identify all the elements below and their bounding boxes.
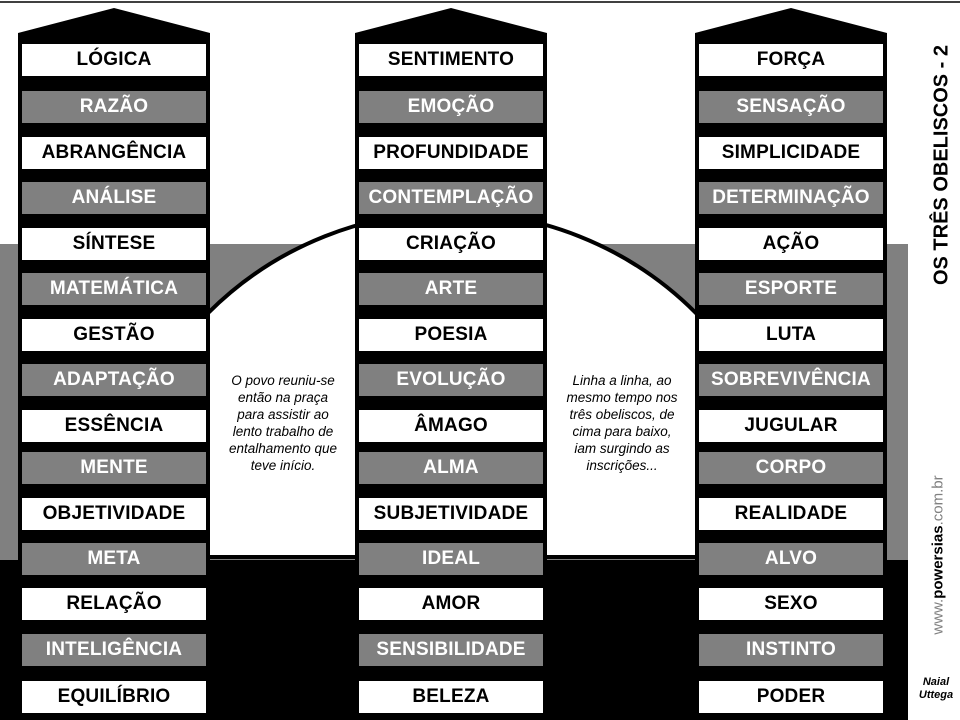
caption-left: O povo reuniu-se então na praça para ass…	[214, 372, 352, 474]
url-brand: powersias	[929, 525, 947, 599]
author-signature: Naial Uttega	[912, 676, 960, 702]
inscription-left: RELAÇÃO	[22, 588, 206, 620]
inscription-middle: POESIA	[359, 319, 543, 351]
obelisk-right: FORÇA SENSAÇÃO SIMPLICIDADE DETERMINAÇÃO AÇÃ…	[695, 0, 887, 720]
inscription-right: ESPORTE	[699, 273, 883, 305]
author-first-name: Naial	[922, 676, 950, 688]
author-last-name: Uttega	[918, 689, 954, 701]
caption-line: inscrições...	[586, 458, 658, 473]
url-suffix: .com.br	[929, 475, 947, 526]
inscription-left: ABRANGÊNCIA	[22, 137, 206, 169]
caption-line: para assistir ao	[237, 407, 329, 422]
inscription-middle: PROFUNDIDADE	[359, 137, 543, 169]
inscription-middle: CRIAÇÃO	[359, 228, 543, 260]
inscription-left: SÍNTESE	[22, 228, 206, 260]
inscription-left: LÓGICA	[22, 44, 206, 76]
inscription-middle: ALMA	[359, 452, 543, 484]
caption-line: então na praça	[237, 390, 329, 405]
inscription-right: CORPO	[699, 452, 883, 484]
inscription-right: REALIDADE	[699, 498, 883, 530]
caption-line: lento trabalho de	[232, 424, 334, 439]
caption-line: Linha a linha, ao	[572, 373, 672, 388]
inscription-left: GESTÃO	[22, 319, 206, 351]
inscription-right: ALVO	[699, 543, 883, 575]
inscription-left: EQUILÍBRIO	[22, 681, 206, 713]
inscription-left: MENTE	[22, 452, 206, 484]
caption-line: mesmo tempo nos	[566, 390, 678, 405]
inscription-right: AÇÃO	[699, 228, 883, 260]
inscription-right: SEXO	[699, 588, 883, 620]
inscription-left: MATEMÁTICA	[22, 273, 206, 305]
inscription-middle: SENTIMENTO	[359, 44, 543, 76]
inscription-middle: ARTE	[359, 273, 543, 305]
inscription-middle: IDEAL	[359, 543, 543, 575]
inscription-left: ANÁLISE	[22, 182, 206, 214]
inscription-right: LUTA	[699, 319, 883, 351]
inscription-right: DETERMINAÇÃO	[699, 182, 883, 214]
inscription-right: SENSAÇÃO	[699, 91, 883, 123]
inscription-left: INTELIGÊNCIA	[22, 634, 206, 666]
caption-line: iam surgindo as	[574, 441, 670, 456]
obelisk-middle: SENTIMENTO EMOÇÃO PROFUNDIDADE CONTEMPLAÇÃO…	[355, 0, 547, 720]
caption-line: O povo reuniu-se	[231, 373, 335, 388]
inscription-right: JUGULAR	[699, 410, 883, 442]
inscription-left: ADAPTAÇÃO	[22, 364, 206, 396]
inscription-left: OBJETIVIDADE	[22, 498, 206, 530]
inscription-left: RAZÃO	[22, 91, 206, 123]
poster-title: OS TRÊS OBELISCOS - 2	[930, 44, 953, 286]
inscription-middle: SUBJETIVIDADE	[359, 498, 543, 530]
caption-line: cima para baixo,	[572, 424, 672, 439]
caption-right: Linha a linha, ao mesmo tempo nos três o…	[552, 372, 692, 474]
inscription-left: META	[22, 543, 206, 575]
inscription-right: SOBREVIVÊNCIA	[699, 364, 883, 396]
caption-line: teve início.	[250, 458, 316, 473]
inscription-middle: CONTEMPLAÇÃO	[359, 182, 543, 214]
inscription-middle: ÂMAGO	[359, 410, 543, 442]
inscription-middle: SENSIBILIDADE	[359, 634, 543, 666]
inscription-right: PODER	[699, 681, 883, 713]
caption-line: entalhamento que	[228, 441, 338, 456]
obelisk-left: LÓGICA RAZÃO ABRANGÊNCIA ANÁLISE SÍNTESE MATE…	[18, 0, 210, 720]
inscription-middle: AMOR	[359, 588, 543, 620]
inscription-right: INSTINTO	[699, 634, 883, 666]
url-prefix: www.	[929, 598, 947, 635]
website-url[interactable]: www.powersias.com.br	[930, 475, 947, 634]
inscription-middle: BELEZA	[359, 681, 543, 713]
inscription-right: SIMPLICIDADE	[699, 137, 883, 169]
inscription-left: ESSÊNCIA	[22, 410, 206, 442]
caption-line: três obeliscos, de	[569, 407, 675, 422]
inscription-middle: EMOÇÃO	[359, 91, 543, 123]
inscription-right: FORÇA	[699, 44, 883, 76]
inscription-middle: EVOLUÇÃO	[359, 364, 543, 396]
